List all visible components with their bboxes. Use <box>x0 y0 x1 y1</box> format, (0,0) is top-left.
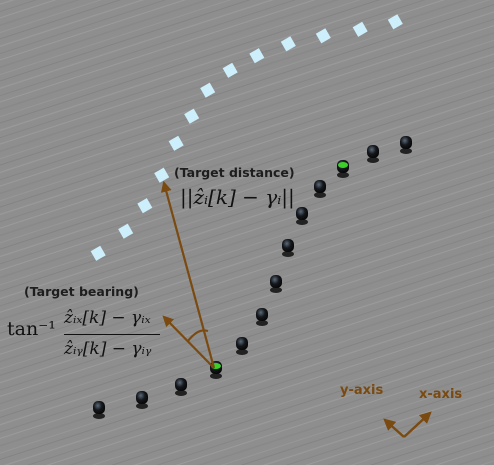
bearing-denominator: ẑᵢᵧ[k] − γᵢᵧ <box>64 339 152 359</box>
robot <box>367 145 379 163</box>
robot <box>270 275 282 293</box>
bearing-numerator: ẑᵢₓ[k] − γᵢₓ <box>64 308 151 328</box>
target-marker <box>118 223 134 239</box>
bearing-arrow <box>162 315 215 369</box>
target-marker <box>168 135 184 151</box>
measurement-arrows <box>160 180 216 369</box>
target-marker <box>249 48 265 64</box>
bearing-tan-prefix: tan⁻¹ <box>7 318 56 340</box>
target-distance-label: (Target distance) <box>174 165 295 180</box>
robot <box>400 136 412 154</box>
y-axis-arrow <box>383 418 405 438</box>
target-bearing-label: (Target bearing) <box>24 284 139 299</box>
target-marker <box>387 14 403 30</box>
robot <box>93 401 105 419</box>
target-marker <box>154 167 170 183</box>
robot <box>314 180 326 198</box>
target-marker <box>280 36 296 52</box>
target-marker <box>315 28 331 44</box>
target-marker <box>184 108 200 124</box>
y-axis-label: y-axis <box>340 383 384 398</box>
x-axis-label: x-axis <box>419 387 463 402</box>
robot <box>282 239 294 257</box>
robot <box>256 308 268 326</box>
target-marker <box>222 62 238 78</box>
robot-highlighted <box>337 160 349 178</box>
distance-formula: ||ẑᵢ[k] − γᵢ|| <box>180 185 295 209</box>
bearing-angle-arc <box>187 329 209 342</box>
robot <box>236 337 248 355</box>
target-marker <box>200 82 216 98</box>
robot <box>296 207 308 225</box>
distance-arrow <box>160 180 216 369</box>
robot <box>175 378 187 396</box>
robot-formation <box>93 136 412 419</box>
target-marker <box>137 198 153 214</box>
axes-indicator <box>383 411 432 438</box>
target-marker <box>90 245 106 261</box>
target-marker <box>352 21 368 37</box>
target-path <box>90 14 403 261</box>
bearing-fraction-bar <box>64 334 160 336</box>
x-axis-arrow <box>403 411 432 438</box>
robot <box>136 391 148 409</box>
